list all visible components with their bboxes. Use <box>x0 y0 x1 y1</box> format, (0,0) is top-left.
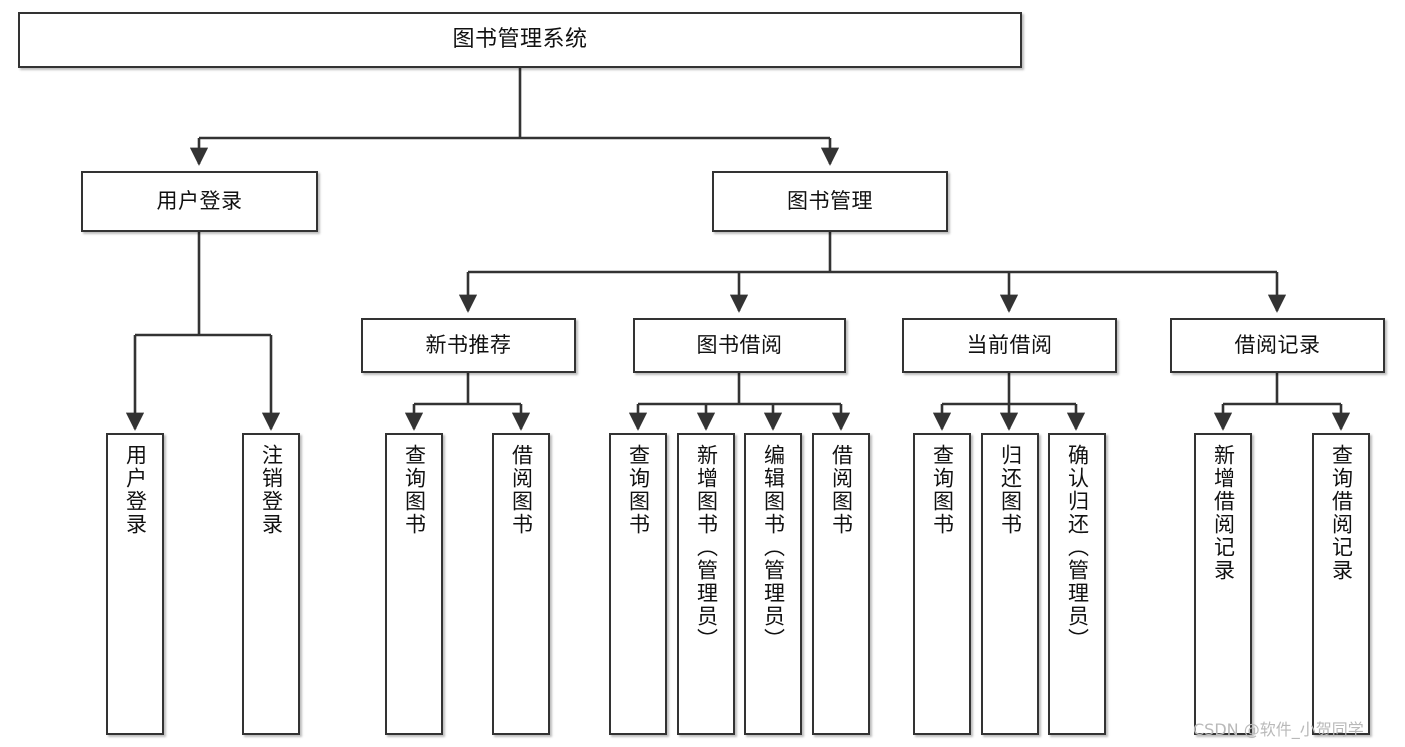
leaf-return-book-label: 归还图书 <box>998 444 1023 536</box>
node-current-borrow-label: 当前借阅 <box>966 333 1053 358</box>
node-borrow-record-label: 借阅记录 <box>1234 333 1321 358</box>
leaf-confirm-return-label: 确认归还（管理员） <box>1065 444 1090 651</box>
leaf-borrow-book-1[interactable]: 借阅图书 <box>492 433 550 735</box>
leaf-query-book-2-label: 查询图书 <box>626 444 651 536</box>
leaf-query-book-1-label: 查询图书 <box>402 444 427 536</box>
leaf-add-book-label: 新增图书（管理员） <box>694 444 719 651</box>
leaf-query-book-3-label: 查询图书 <box>930 444 955 536</box>
node-root-label: 图书管理系统 <box>452 27 588 53</box>
leaf-return-book[interactable]: 归还图书 <box>981 433 1039 735</box>
node-user-login-label: 用户登录 <box>156 189 243 214</box>
node-book-manage-label: 图书管理 <box>787 189 873 214</box>
leaf-query-record[interactable]: 查询借阅记录 <box>1312 433 1370 735</box>
leaf-query-record-label: 查询借阅记录 <box>1329 444 1354 582</box>
leaf-query-book-1[interactable]: 查询图书 <box>385 433 443 735</box>
csdn-watermark: CSDN @软件_小贺同学 <box>1193 720 1364 739</box>
leaf-query-book-3[interactable]: 查询图书 <box>913 433 971 735</box>
leaf-user-login[interactable]: 用户登录 <box>106 433 164 735</box>
node-user-login[interactable]: 用户登录 <box>81 171 318 232</box>
leaf-borrow-book-1-label: 借阅图书 <box>509 444 534 536</box>
node-new-book-recommend[interactable]: 新书推荐 <box>361 318 576 373</box>
leaf-logout-label: 注销登录 <box>259 444 284 536</box>
node-book-manage[interactable]: 图书管理 <box>712 171 948 232</box>
leaf-logout[interactable]: 注销登录 <box>242 433 300 735</box>
node-current-borrow[interactable]: 当前借阅 <box>902 318 1117 373</box>
leaf-add-record[interactable]: 新增借阅记录 <box>1194 433 1252 735</box>
node-new-book-recommend-label: 新书推荐 <box>425 333 512 358</box>
leaf-add-book[interactable]: 新增图书（管理员） <box>677 433 735 735</box>
node-borrow-record[interactable]: 借阅记录 <box>1170 318 1385 373</box>
leaf-confirm-return[interactable]: 确认归还（管理员） <box>1048 433 1106 735</box>
leaf-borrow-book-2[interactable]: 借阅图书 <box>812 433 870 735</box>
node-book-borrow-label: 图书借阅 <box>696 333 783 358</box>
leaf-query-book-2[interactable]: 查询图书 <box>609 433 667 735</box>
leaf-edit-book[interactable]: 编辑图书（管理员） <box>744 433 802 735</box>
leaf-add-record-label: 新增借阅记录 <box>1211 444 1236 582</box>
node-root[interactable]: 图书管理系统 <box>18 12 1022 68</box>
leaf-borrow-book-2-label: 借阅图书 <box>829 444 854 536</box>
leaf-edit-book-label: 编辑图书（管理员） <box>761 444 786 651</box>
node-book-borrow[interactable]: 图书借阅 <box>633 318 846 373</box>
leaf-user-login-label: 用户登录 <box>123 444 148 536</box>
